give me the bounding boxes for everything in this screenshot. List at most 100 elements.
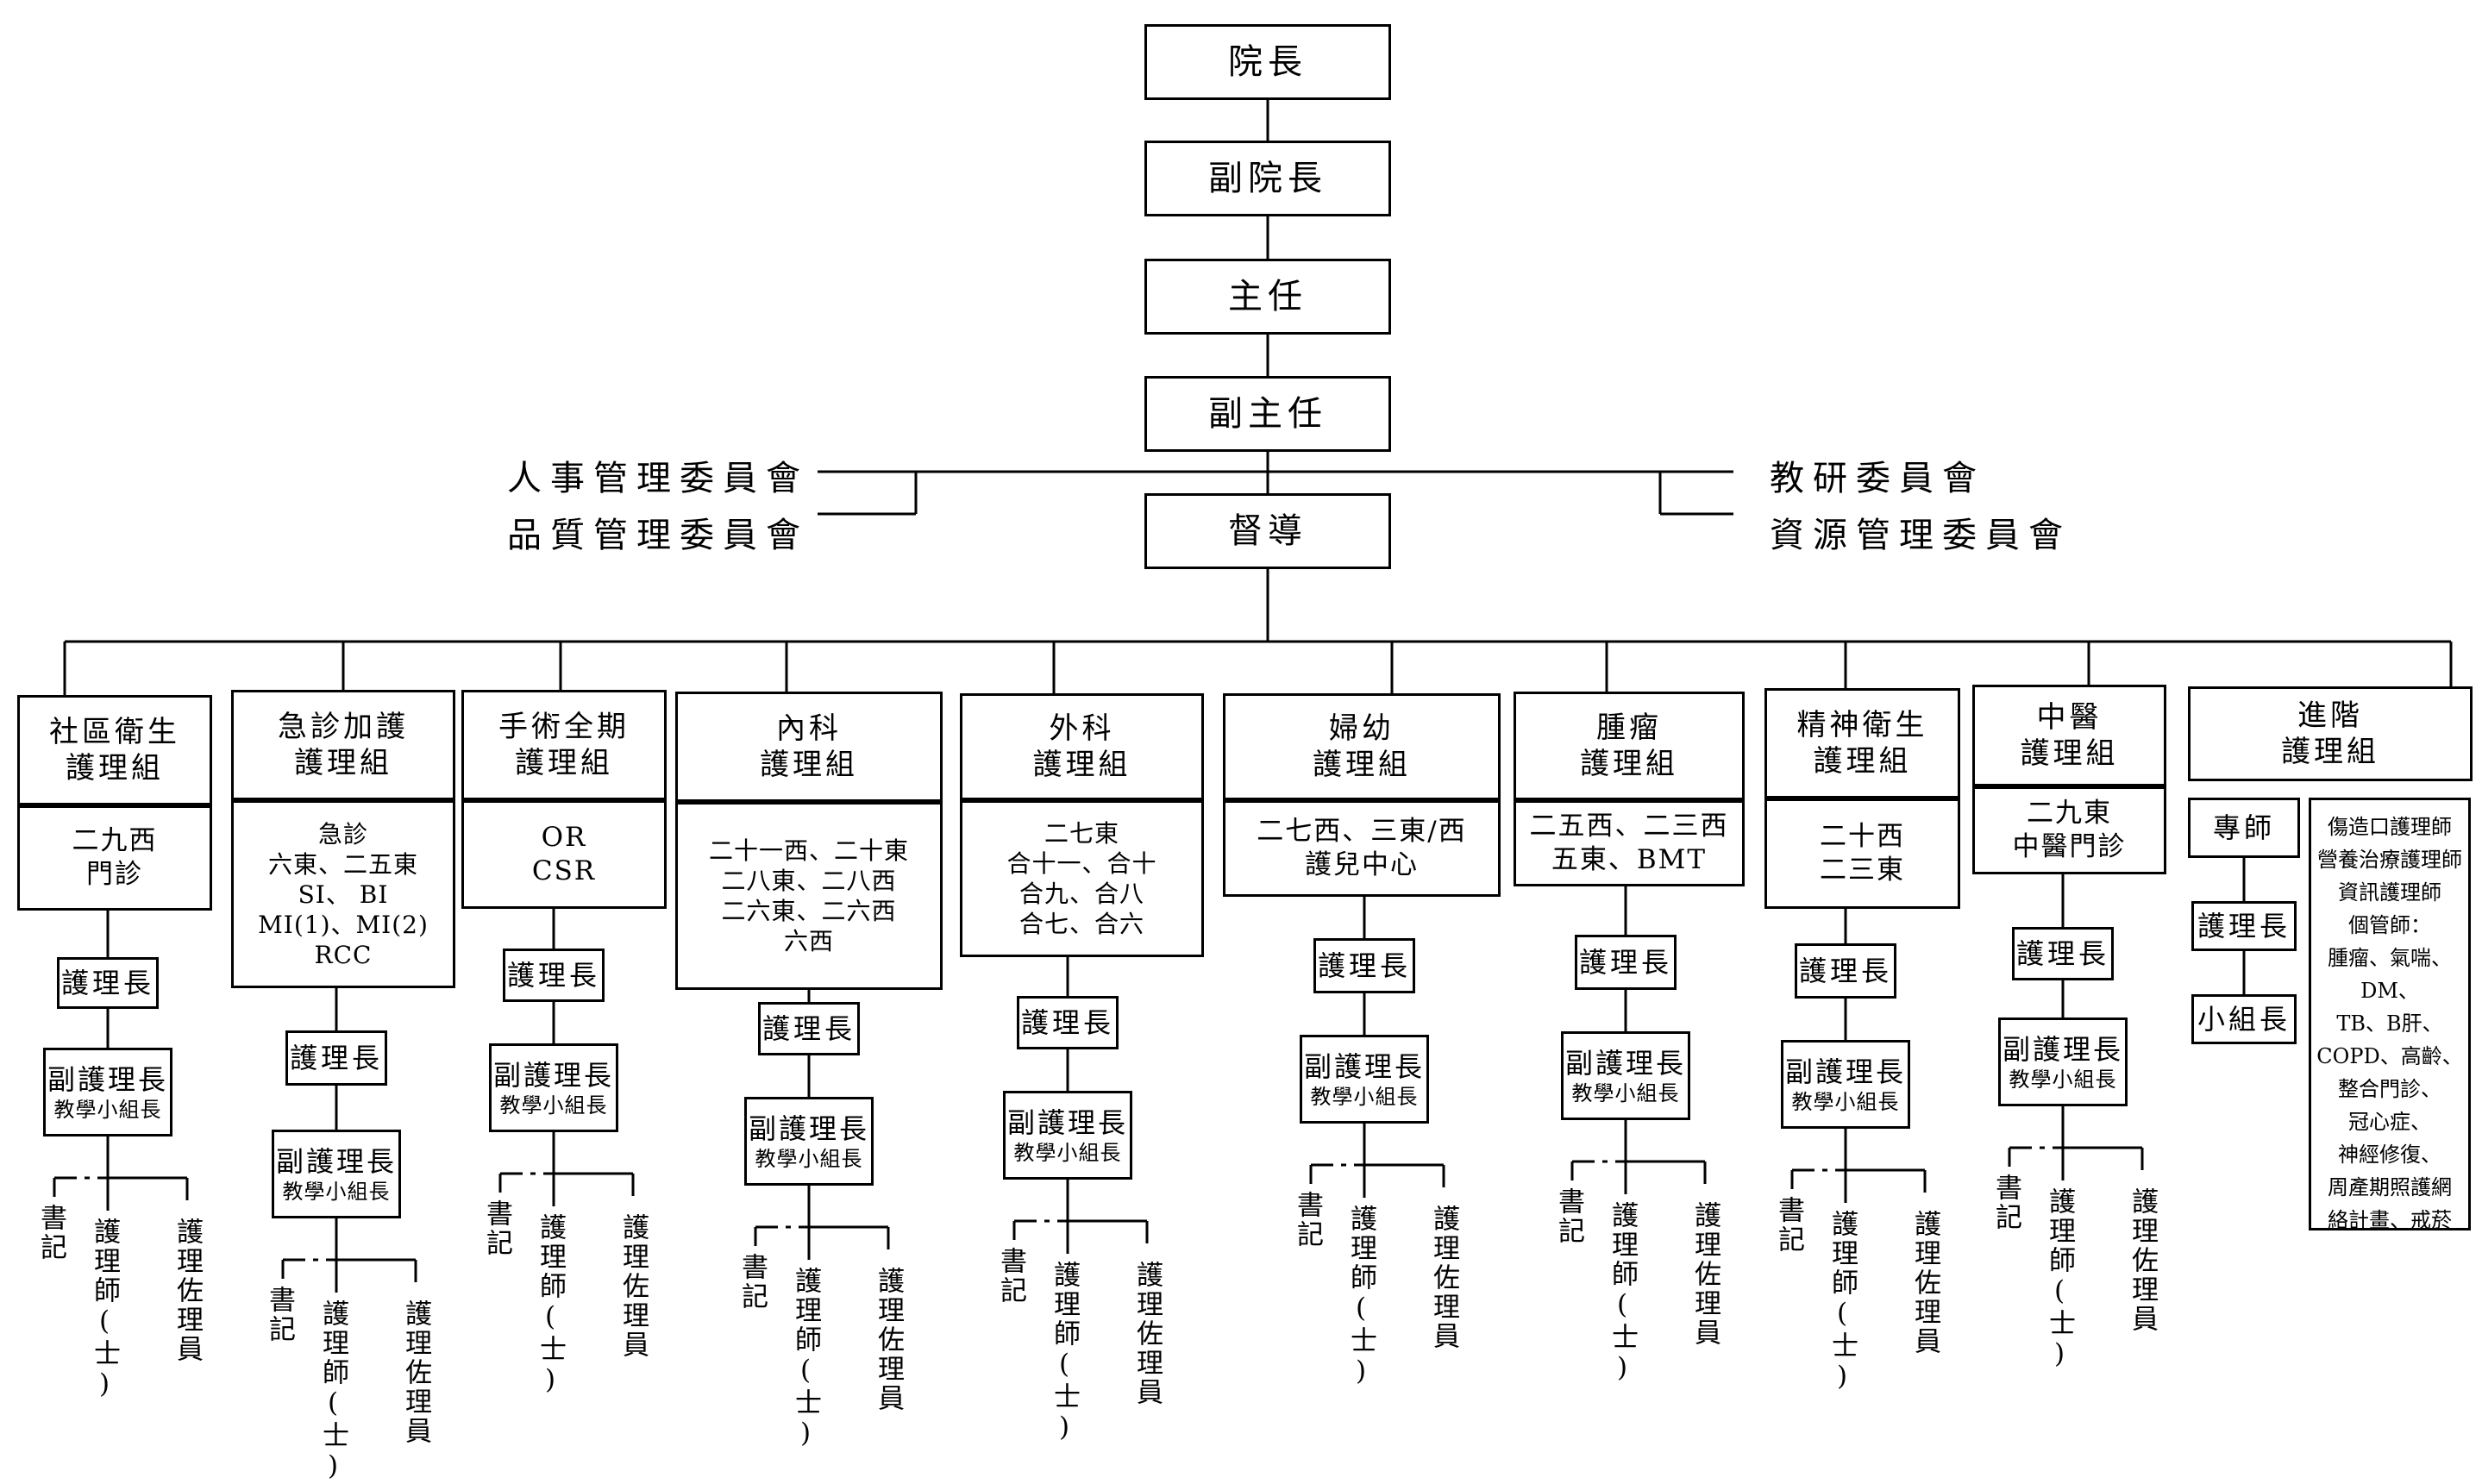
group-10-title-line: 護理組 (2281, 735, 2379, 769)
group-1-unit-line: 門診 (86, 859, 143, 890)
group-3-unit-line: OR (541, 822, 587, 854)
vice-dean-box: 副院長 (1144, 141, 1391, 216)
advanced-role-line: 絡計畫、戒菸 (2328, 1208, 2452, 1232)
group-6-teaching-leader-label: 教學小組長 (1310, 1084, 1419, 1109)
group-7-nurse: 護理師(士) (1607, 1201, 1638, 1386)
vice-director-box: 副主任 (1144, 376, 1391, 452)
group-2-title-line: 急診加護 (278, 709, 409, 744)
group-5-title-box: 外科護理組 (960, 693, 1204, 800)
group-3-teaching-leader-label: 教學小組長 (499, 1093, 608, 1118)
team-leader-box: 小組長 (2191, 994, 2297, 1044)
group-2-unit-line: RCC (314, 940, 373, 969)
group-7-secretary: 書記 (1553, 1187, 1584, 1246)
group-6-title-line: 婦幼 (1329, 711, 1395, 746)
group-5-teaching-leader-label: 教學小組長 (1013, 1140, 1122, 1165)
group-4-nursing-assistant: 護理佐理員 (873, 1267, 904, 1413)
group-8-vice-head-nurse-label: 副護理長 (1784, 1055, 1906, 1088)
committee-personnel: 人事管理委員會 (507, 459, 809, 498)
group-2-head-nurse-label: 護理長 (289, 1042, 383, 1074)
group-7-title-line: 護理組 (1580, 747, 1678, 781)
advanced-role-line: 資訊護理師 (2338, 880, 2441, 905)
group-5-unit-line: 合十一、合十 (1006, 849, 1157, 878)
group-7-vice-head-nurse-box: 副護理長教學小組長 (1561, 1031, 1690, 1120)
group-4-unit-line: 二六東、二六西 (721, 897, 897, 925)
advanced-role-line: DM、 (2360, 979, 2419, 1003)
group-6-nursing-assistant: 護理佐理員 (1428, 1205, 1459, 1351)
group-6-head-nurse-label: 護理長 (1317, 949, 1411, 982)
group-1-secretary: 書記 (35, 1204, 66, 1262)
group-9-title-line: 中醫 (2036, 699, 2103, 735)
group-7-nursing-assistant: 護理佐理員 (1689, 1201, 1720, 1348)
group-7-title-line: 腫瘤 (1596, 710, 1662, 745)
group-5-nurse: 護理師(士) (1049, 1261, 1080, 1445)
group-7-vice-head-nurse-label: 副護理長 (1564, 1046, 1686, 1080)
group-5-head-nurse-label: 護理長 (1020, 1006, 1114, 1039)
group-2-title-line: 護理組 (294, 746, 392, 780)
group-4-vice-head-nurse-label: 副護理長 (748, 1111, 869, 1145)
group-9-vice-head-nurse-box: 副護理長教學小組長 (1998, 1018, 2128, 1106)
group-4-nurse: 護理師(士) (790, 1267, 821, 1451)
group-3-nurse: 護理師(士) (535, 1213, 566, 1398)
group-3-vice-head-nurse-box: 副護理長教學小組長 (489, 1043, 618, 1132)
group-6-vice-head-nurse-label: 副護理長 (1303, 1049, 1425, 1083)
group-5-title-line: 外科 (1049, 711, 1115, 746)
group-7-title-box: 腫瘤護理組 (1514, 692, 1745, 800)
group-2-vice-head-nurse-box: 副護理長教學小組長 (272, 1130, 401, 1218)
group-3-title-line: 護理組 (515, 746, 613, 780)
advanced-role-line: 個管師： (2348, 913, 2431, 937)
group-3-nursing-assistant: 護理佐理員 (617, 1213, 649, 1360)
group-6-unit-line: 二七西、三東/西 (1257, 816, 1467, 848)
group-1-title-box: 社區衛生護理組 (17, 695, 212, 805)
group-8-nursing-assistant: 護理佐理員 (1909, 1210, 1940, 1356)
group-1-unit-line: 二九西 (72, 825, 158, 857)
advanced-role-line: 冠心症、 (2348, 1110, 2431, 1134)
advanced-role-line: TB、B肝、 (2336, 1011, 2443, 1036)
group-3-head-nurse-label: 護理長 (506, 959, 600, 992)
group-4-unit-line: 六西 (783, 927, 834, 955)
group-2-nurse: 護理師(士) (317, 1299, 348, 1484)
specialist-label: 專師 (2212, 811, 2275, 844)
group-2-teaching-leader-label: 教學小組長 (282, 1179, 391, 1204)
group-7-teaching-leader-label: 教學小組長 (1571, 1080, 1680, 1105)
group-4-head-nurse-box: 護理長 (758, 1002, 860, 1055)
group-2-nursing-assistant: 護理佐理員 (400, 1299, 431, 1446)
group-1-nursing-assistant: 護理佐理員 (172, 1218, 203, 1364)
group-9-unit-line: 二九東 (2027, 798, 2112, 830)
group-1-title-line: 社區衛生 (49, 714, 180, 749)
group-1-title-line: 護理組 (66, 751, 164, 786)
group-6-head-nurse-box: 護理長 (1313, 938, 1415, 993)
group-9-nursing-assistant: 護理佐理員 (2127, 1187, 2158, 1334)
group-9-teaching-leader-label: 教學小組長 (2009, 1067, 2117, 1092)
group-2-title-box: 急診加護護理組 (231, 690, 455, 800)
group-9-head-nurse-box: 護理長 (2012, 927, 2114, 980)
group-1-vice-head-nurse-label: 副護理長 (47, 1062, 168, 1096)
group-4-secretary: 書記 (736, 1253, 768, 1312)
group-8-nurse: 護理師(士) (1827, 1210, 1858, 1394)
group-5-vice-head-nurse-label: 副護理長 (1006, 1105, 1128, 1139)
group-8-head-nurse-box: 護理長 (1795, 943, 1896, 999)
group-4-head-nurse-label: 護理長 (762, 1012, 856, 1045)
group-5-units-box: 二七東合十一、合十合九、合八合七、合六 (960, 800, 1204, 957)
group-1-units-box: 二九西門診 (17, 805, 212, 911)
group-1-teaching-leader-label: 教學小組長 (53, 1097, 162, 1122)
group-2-unit-line: 六東、二五東 (267, 849, 418, 879)
committee-resources: 資源管理委員會 (1770, 516, 2071, 555)
group-2-unit-line: 急診 (317, 819, 368, 848)
group-5-vice-head-nurse-box: 副護理長教學小組長 (1003, 1091, 1132, 1180)
group-6-nurse: 護理師(士) (1345, 1205, 1376, 1389)
group-7-units-box: 二五西、二三西五東、BMT (1514, 800, 1745, 886)
group-3-title-box: 手術全期護理組 (461, 690, 667, 800)
group-1-head-nurse-box: 護理長 (57, 957, 159, 1009)
group-7-head-nurse-box: 護理長 (1575, 935, 1677, 990)
group-2-secretary: 書記 (264, 1286, 295, 1344)
group-5-unit-line: 二七東 (1044, 819, 1119, 848)
group-9-unit-line: 中醫門診 (2012, 831, 2127, 862)
advanced-role-line: 營養治療護理師 (2317, 848, 2462, 872)
group-3-head-nurse-box: 護理長 (503, 949, 605, 1002)
group-2-vice-head-nurse-label: 副護理長 (275, 1144, 397, 1178)
group-7-unit-line: 二五西、二三西 (1529, 811, 1729, 842)
group-9-nurse: 護理師(士) (2044, 1187, 2075, 1372)
director-label: 主任 (1228, 277, 1307, 316)
group-8-secretary: 書記 (1773, 1196, 1804, 1255)
